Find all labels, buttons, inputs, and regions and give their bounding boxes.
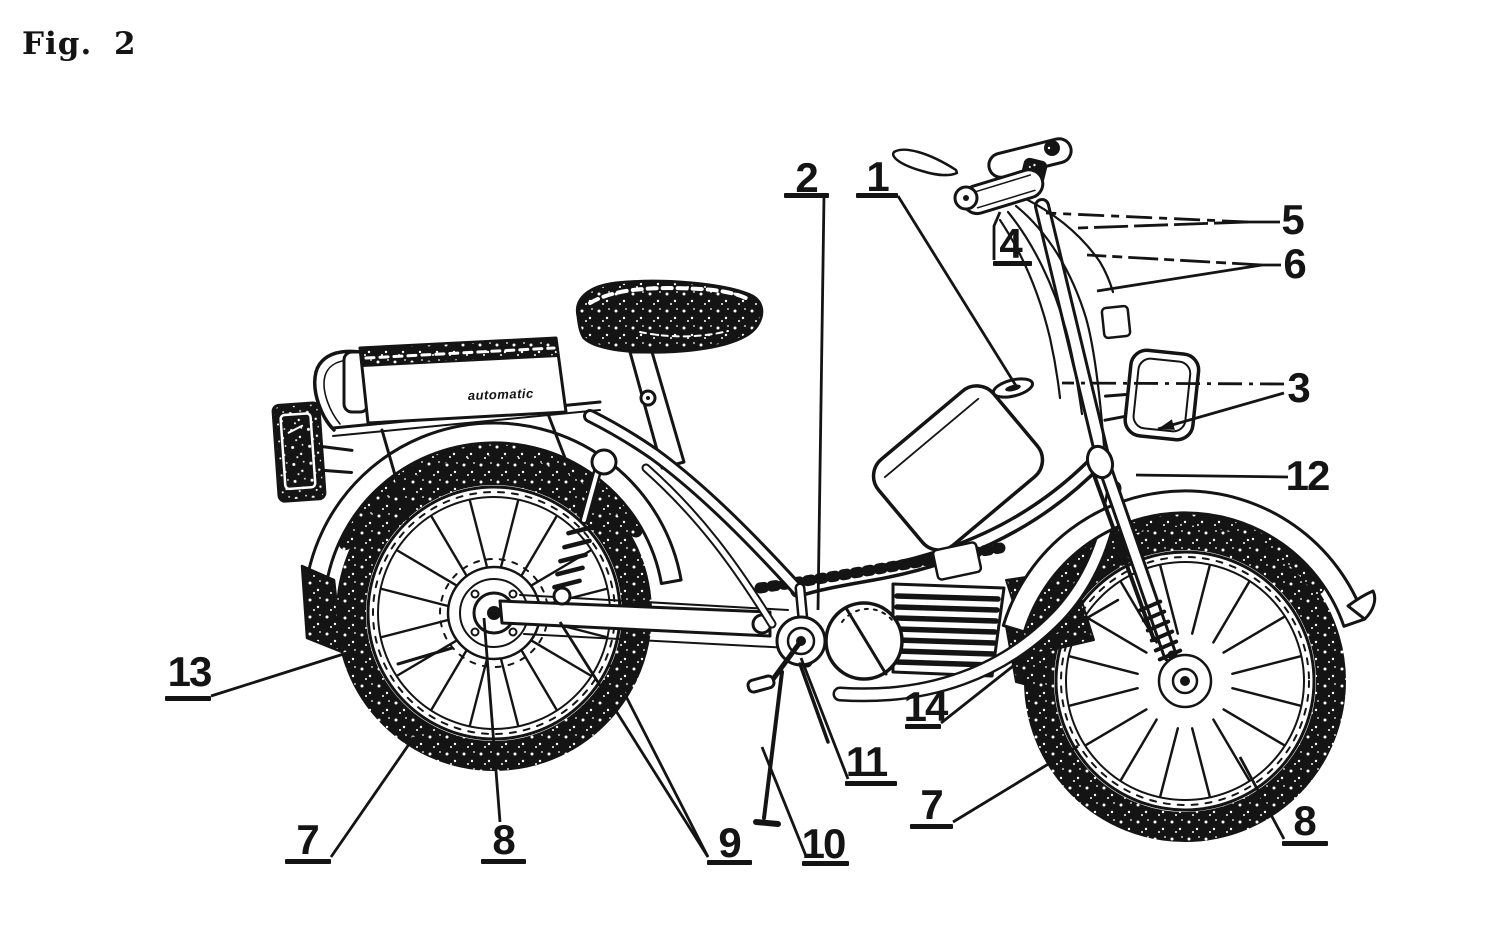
callout-label-8: 8 [492, 816, 515, 864]
pedal-crank [746, 615, 827, 694]
callout-underline-8 [1282, 841, 1328, 846]
callout-label-5: 5 [1281, 196, 1304, 244]
seat [575, 279, 764, 354]
callout-underline-7 [910, 824, 953, 829]
headlight [1103, 348, 1201, 442]
callout-label-10: 10 [801, 820, 847, 868]
callout-label-7: 7 [920, 781, 943, 829]
box-brand-text: automatic [468, 386, 535, 403]
callout-label-1: 1 [866, 153, 889, 201]
callout-underline-11 [845, 781, 897, 786]
fender-stay [1054, 598, 1120, 638]
callout-underline-9 [707, 860, 752, 865]
callout-label-3: 3 [1287, 364, 1310, 412]
flywheel-cover [824, 601, 904, 681]
fuel-tank [871, 384, 1045, 552]
shock-top-mount [590, 448, 618, 476]
rear-brake-arm [396, 646, 454, 666]
callout-underline-14 [905, 724, 941, 729]
front-fender-shadow [1045, 512, 1325, 595]
callout-label-8: 8 [1293, 797, 1316, 845]
callout-label-9: 9 [718, 819, 741, 867]
callout-underline-10 [802, 861, 849, 866]
callout-underline-2 [784, 193, 829, 198]
callout-underline-1 [856, 193, 898, 198]
callout-label-7: 7 [296, 816, 319, 864]
callout-underline-7 [285, 859, 331, 864]
rear-mudflap [300, 564, 344, 654]
callout-label-12: 12 [1285, 452, 1331, 500]
callout-underline-13 [165, 696, 211, 701]
front-fork [1088, 454, 1189, 683]
callout-label-4: 4 [999, 220, 1022, 268]
rear-fender [303, 421, 683, 600]
callout-underline-4 [993, 261, 1032, 266]
callout-label-6: 6 [1283, 240, 1306, 288]
callout-underline-8 [481, 859, 526, 864]
figure-label: Fig. 2 [22, 26, 137, 62]
rear-fender-shadow [338, 442, 643, 551]
taillight [271, 401, 354, 503]
callout-label-2: 2 [795, 154, 818, 202]
pedal [746, 674, 776, 694]
steering-column [1034, 198, 1115, 480]
callout-label-13: 13 [167, 648, 213, 696]
brake-lever [891, 148, 959, 177]
callout-label-11: 11 [845, 738, 888, 786]
callout-label-14: 14 [903, 683, 949, 731]
front-reflector [1100, 304, 1132, 340]
rear-rack: automatic [313, 336, 602, 522]
